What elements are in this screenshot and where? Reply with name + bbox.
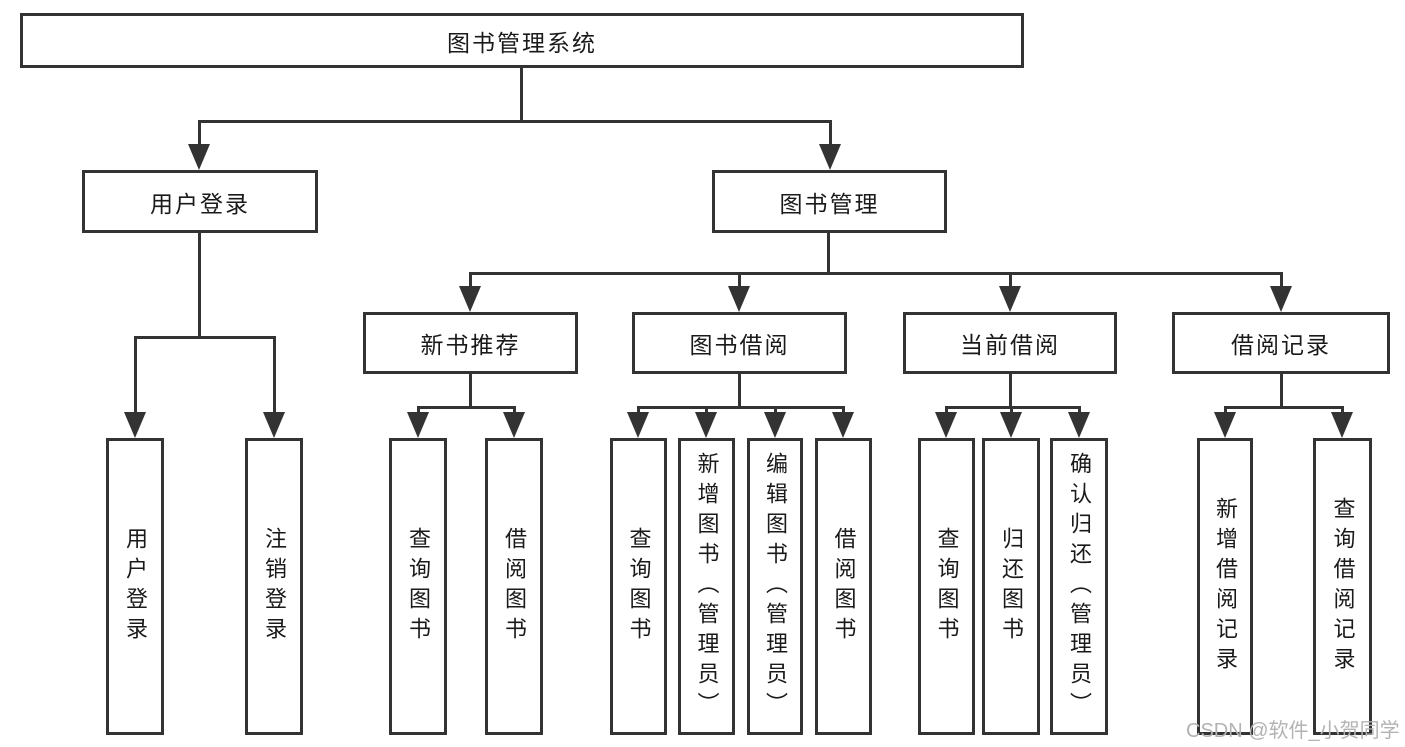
connector-line — [842, 406, 845, 416]
arrowhead-down-icon — [764, 412, 786, 438]
leaf-query-books-newbook-label: 查询图书 — [406, 526, 431, 647]
arrowhead-down-icon — [124, 412, 146, 438]
leaf-user-login-label: 用户登录 — [123, 526, 148, 647]
arrowhead-down-icon — [832, 412, 854, 438]
leaf-borrow-books-newbook-label: 借阅图书 — [502, 526, 527, 647]
arrowhead-down-icon — [695, 412, 717, 438]
leaf-borrow-books-borrowing-label: 借阅图书 — [831, 526, 857, 647]
connector-line — [469, 374, 472, 409]
node-borrowing-records-label: 借阅记录 — [1231, 332, 1331, 358]
connector-line — [520, 68, 523, 123]
connector-line — [774, 406, 777, 416]
node-library-system: 图书管理系统 — [20, 13, 1024, 68]
arrowhead-down-icon — [935, 412, 957, 438]
connector-line — [1280, 374, 1283, 409]
node-user-login-label: 用户登录 — [150, 190, 250, 217]
leaf-return-book-label: 归还图书 — [999, 526, 1024, 647]
arrowhead-down-icon — [999, 286, 1021, 312]
leaf-user-login: 用户登录 — [106, 438, 164, 735]
leaf-query-borrow-record: 查询借阅记录 — [1313, 438, 1372, 735]
leaf-query-books-current: 查询图书 — [918, 438, 975, 735]
connector-line — [134, 336, 276, 339]
connector-line — [417, 406, 516, 409]
node-book-borrowing-label: 图书借阅 — [689, 332, 790, 358]
leaf-borrow-books-newbook: 借阅图书 — [485, 438, 543, 735]
arrowhead-down-icon — [1270, 286, 1292, 312]
connector-line — [1009, 374, 1012, 409]
node-book-management-label: 图书管理 — [779, 190, 880, 217]
connector-line — [1009, 272, 1012, 292]
leaf-borrow-books-borrowing: 借阅图书 — [815, 438, 872, 735]
connector-line — [513, 406, 516, 416]
leaf-return-book: 归还图书 — [982, 438, 1040, 735]
arrowhead-down-icon — [1068, 412, 1090, 438]
leaf-edit-book-admin: 编辑图书（管理员） — [747, 438, 803, 735]
leaf-confirm-return-admin: 确认归还（管理员） — [1050, 438, 1108, 735]
node-book-borrowing: 图书借阅 — [632, 312, 847, 374]
connector-line — [1078, 406, 1081, 416]
connector-line — [1224, 406, 1227, 416]
connector-line — [829, 120, 832, 148]
connector-line — [469, 272, 472, 292]
arrowhead-down-icon — [188, 144, 210, 170]
csdn-watermark: CSDN @软件_小贺同学 — [1186, 720, 1400, 742]
connector-line — [417, 406, 420, 416]
connector-line — [1224, 406, 1344, 409]
arrowhead-down-icon — [263, 412, 285, 438]
connector-line — [637, 406, 845, 409]
connector-line — [738, 374, 741, 409]
arrowhead-down-icon — [627, 412, 649, 438]
node-new-book-recommend-label: 新书推荐 — [420, 332, 521, 358]
connector-line — [705, 406, 708, 416]
node-current-borrowing-label: 当前借阅 — [960, 332, 1060, 358]
leaf-add-book-admin-label: 新增图书（管理员） — [694, 451, 720, 722]
node-book-management: 图书管理 — [712, 170, 947, 233]
leaf-edit-book-admin-label: 编辑图书（管理员） — [763, 451, 788, 722]
node-current-borrowing: 当前借阅 — [903, 312, 1117, 374]
connector-line — [1010, 406, 1013, 416]
leaf-query-borrow-record-label: 查询借阅记录 — [1330, 496, 1356, 677]
leaf-add-borrow-record: 新增借阅记录 — [1197, 438, 1253, 735]
node-library-system-label: 图书管理系统 — [447, 29, 597, 56]
connector-line — [134, 336, 137, 416]
leaf-logout-label: 注销登录 — [262, 526, 287, 647]
connector-line — [198, 233, 201, 339]
connector-line — [469, 272, 1283, 275]
arrowhead-down-icon — [819, 144, 841, 170]
arrowhead-down-icon — [1331, 412, 1353, 438]
leaf-add-borrow-record-label: 新增借阅记录 — [1213, 496, 1238, 677]
connector-line — [273, 336, 276, 416]
arrowhead-down-icon — [1000, 412, 1022, 438]
leaf-logout: 注销登录 — [245, 438, 303, 735]
connector-line — [945, 406, 1081, 409]
leaf-confirm-return-admin-label: 确认归还（管理员） — [1067, 451, 1092, 722]
node-user-login: 用户登录 — [82, 170, 318, 233]
leaf-add-book-admin: 新增图书（管理员） — [678, 438, 735, 735]
arrowhead-down-icon — [728, 286, 750, 312]
leaf-query-books-current-label: 查询图书 — [934, 526, 960, 647]
arrowhead-down-icon — [503, 412, 525, 438]
arrowhead-down-icon — [407, 412, 429, 438]
leaf-query-books-borrowing-label: 查询图书 — [626, 526, 652, 647]
connector-line — [738, 272, 741, 292]
connector-line — [827, 233, 830, 275]
arrowhead-down-icon — [459, 286, 481, 312]
node-borrowing-records: 借阅记录 — [1172, 312, 1390, 374]
connector-line — [198, 120, 201, 148]
node-new-book-recommend: 新书推荐 — [363, 312, 578, 374]
connector-line — [945, 406, 948, 416]
connector-line — [198, 120, 832, 123]
connector-line — [637, 406, 640, 416]
connector-line — [1280, 272, 1283, 292]
leaf-query-books-newbook: 查询图书 — [389, 438, 447, 735]
connector-line — [1341, 406, 1344, 416]
leaf-query-books-borrowing: 查询图书 — [610, 438, 667, 735]
arrowhead-down-icon — [1214, 412, 1236, 438]
